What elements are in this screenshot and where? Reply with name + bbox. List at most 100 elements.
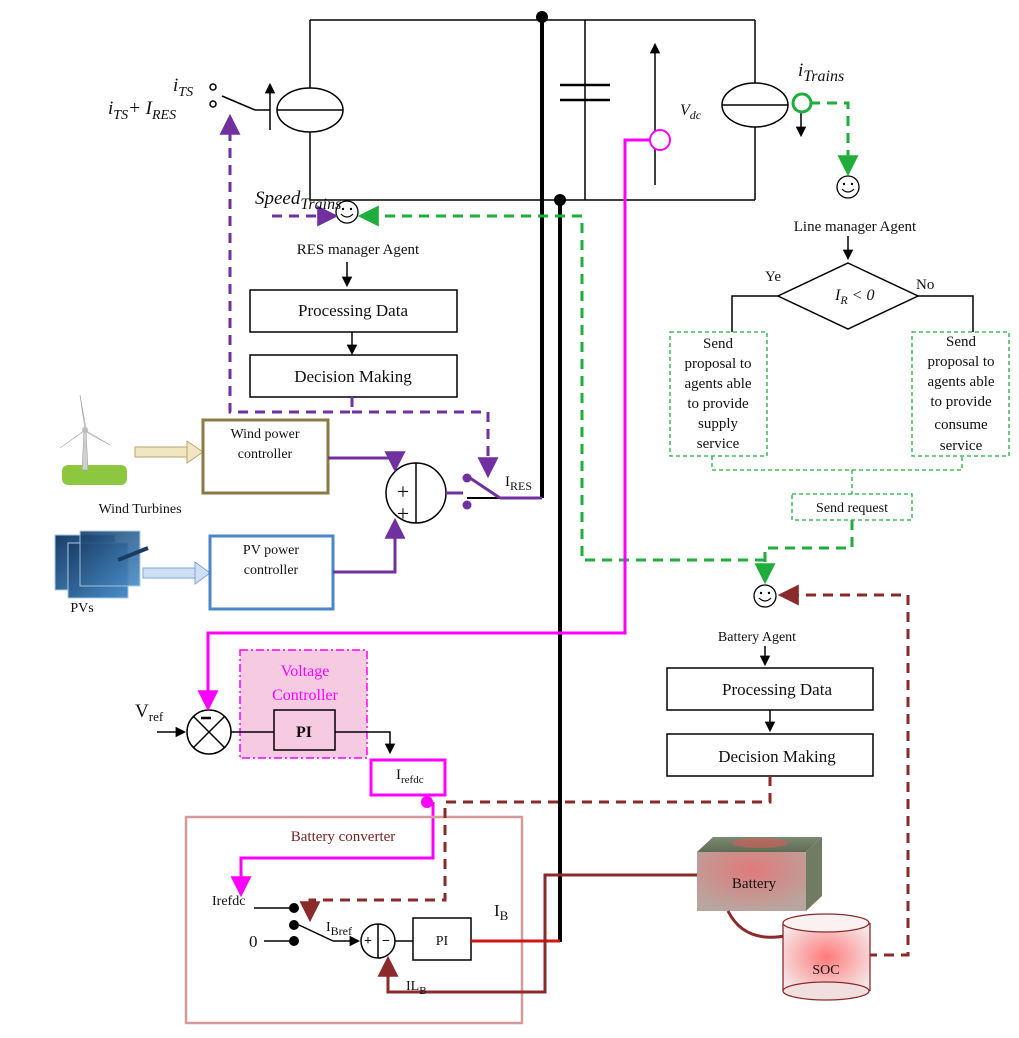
its-ires-label: iTS+ IRES (108, 98, 176, 123)
line-agent-icon (836, 175, 860, 199)
bus-node-top (536, 11, 548, 23)
decision-no-branch (918, 295, 974, 332)
irefdc-box-label: Irefdc (396, 767, 424, 786)
decision-yes-branch (731, 295, 778, 332)
its-label: iTS (173, 75, 193, 100)
no-label: No (916, 277, 934, 293)
vdc-sensor (649, 129, 671, 151)
request-to-res-agent (357, 205, 765, 562)
consume-line-6: service (940, 438, 983, 454)
supply-proposal-text: Send proposal to agents able to provide … (684, 336, 751, 452)
res-decision-box (249, 354, 458, 398)
supply-line-1: Send (703, 336, 734, 352)
sum-plus-sign: + (364, 934, 372, 949)
vdc-label: Vdc (680, 102, 702, 122)
ires-switch (446, 473, 542, 510)
request-to-battery-agent (754, 520, 854, 585)
pvs-label: PVs (70, 601, 93, 616)
consume-line-2: proposal to (927, 354, 994, 370)
consume-line-3: agents able (927, 374, 994, 390)
battery-decision-box (666, 733, 874, 777)
res-summing-junction: + + (385, 462, 447, 526)
wind-power-controller-box (201, 418, 330, 495)
pi-to-irefdc-line (335, 731, 396, 755)
battery-agent-icon (753, 584, 777, 608)
supply-line-3: agents able (684, 376, 751, 392)
battery-processing-label: Processing Data (722, 680, 832, 699)
ir-decision-diamond (776, 262, 920, 330)
pv-ctrl-label-2: controller (244, 563, 299, 578)
itrains-label: iTrains (798, 60, 844, 85)
res-decision-label: Decision Making (294, 367, 412, 386)
vdc-feedback-line (197, 138, 650, 712)
wind-arrow (134, 440, 204, 464)
soc-to-battery-agent (777, 584, 910, 957)
consume-line-4: to provide (930, 394, 992, 410)
battery-converter-box (184, 815, 524, 1025)
pv-arrow (142, 561, 211, 585)
irefdc-output-node (421, 796, 433, 808)
ibref-label: IBref (326, 920, 352, 938)
ilb-feedback-line (377, 873, 697, 994)
irefdc-switch-label: Irefdc (212, 894, 245, 909)
ilb-label: ILB (406, 979, 427, 997)
res-decision-to-ts-switch (219, 113, 354, 414)
sum-minus-sign: − (382, 934, 390, 949)
bus-node-lower (554, 194, 566, 206)
pv-to-sum-line (333, 517, 406, 574)
battery-decision-label: Decision Making (718, 747, 836, 766)
yes-label: Ye (765, 269, 781, 285)
supply-proposal-box (669, 331, 768, 457)
sum-plus-lower: + (397, 501, 409, 526)
consume-line-5: consume (934, 417, 988, 433)
soc-label: SOC (812, 963, 839, 978)
wind-ctrl-label-1: Wind power (230, 427, 299, 442)
voltage-comparator (186, 709, 232, 755)
irefdc-box (369, 758, 447, 797)
battery-summing-junction (360, 923, 396, 959)
wind-ctrl-label-2: controller (238, 447, 293, 462)
battery-decision-to-switch (299, 776, 772, 923)
line-agent-label: Line manager Agent (794, 219, 917, 235)
ir-condition-label: IR < 0 (834, 287, 874, 307)
voltage-pi-box (273, 709, 336, 751)
battery-pi-label: PI (436, 934, 449, 949)
wind-turbine-icon (59, 394, 127, 485)
voltage-ctrl-label-1: Voltage (281, 663, 330, 680)
itrains-to-line-agent (810, 101, 859, 177)
supply-line-2: proposal to (684, 356, 751, 372)
zero-label: 0 (249, 932, 258, 951)
send-request-box (791, 493, 913, 521)
supply-line-4: to provide (687, 396, 749, 412)
trains-current-sensor (791, 92, 813, 114)
battery-converter-switch (254, 903, 361, 947)
ts-current-source (264, 82, 344, 133)
res-agent-label: RES manager Agent (297, 242, 420, 258)
battery-agent-label: Battery Agent (718, 630, 796, 645)
soc-cylinder-icon (782, 913, 871, 1001)
send-request-label: Send request (816, 501, 888, 516)
battery-icon (697, 837, 822, 911)
trains-current-source (721, 82, 807, 138)
speed-trains-label: SpeedTrains (255, 188, 341, 213)
battery-label: Battery (732, 876, 777, 892)
supply-line-6: service (697, 436, 740, 452)
res-processing-box (249, 289, 458, 333)
dc-bus-circuit (309, 16, 756, 942)
battery-pi-box (412, 917, 472, 961)
irefdc-to-switch-line (230, 802, 435, 898)
ires-label: IRES (505, 474, 532, 493)
consume-proposal-text: Send proposal to agents able to provide … (927, 334, 994, 454)
sum-plus-upper: + (397, 479, 409, 504)
res-processing-label: Processing Data (298, 301, 408, 320)
voltage-pi-label: PI (296, 724, 312, 741)
voltage-ctrl-label-2: Controller (272, 687, 338, 704)
battery-converter-label: Battery converter (291, 829, 396, 845)
proposals-merge-line (711, 456, 963, 471)
pv-panels-icon (54, 530, 149, 599)
supply-line-5: supply (698, 416, 739, 432)
vref-label: Vref (135, 701, 164, 724)
ib-label: IB (494, 901, 509, 923)
battery-to-soc-wire (726, 910, 791, 939)
